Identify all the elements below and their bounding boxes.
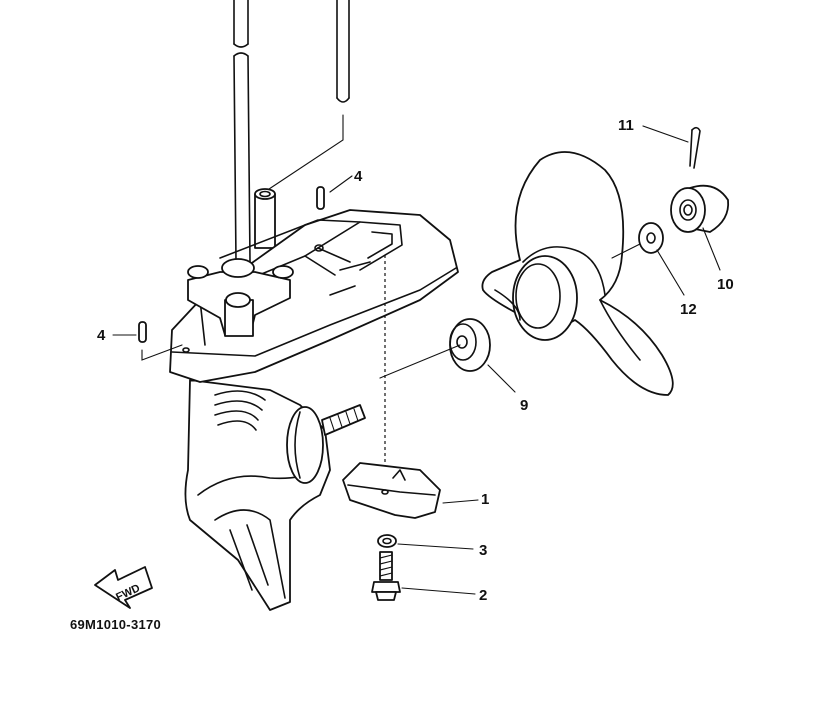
callout-10: 10: [717, 276, 734, 293]
dowel-pin-left: [112, 321, 183, 361]
part-number: 69M1010-3170: [70, 617, 161, 632]
callout-3: 3: [479, 542, 487, 559]
callout-11: 11: [618, 117, 634, 134]
callout-4-left: 4: [97, 327, 106, 344]
propeller: [481, 151, 674, 396]
callout-1: 1: [481, 491, 489, 508]
callout-9: 9: [520, 397, 528, 414]
spacer: [379, 318, 516, 393]
callout-4-upper: 4: [354, 168, 363, 185]
lower-unit-housing: [169, 209, 459, 611]
washer: [377, 534, 474, 550]
dowel-pin-upper: [316, 175, 353, 210]
callout-2: 2: [479, 587, 487, 604]
fwd-direction-arrow: FWD: [94, 566, 153, 609]
propeller-nut: [670, 184, 730, 271]
cotter-pin: [642, 125, 701, 169]
bolt: [371, 551, 476, 601]
callout-12: 12: [680, 301, 697, 318]
propeller-washer: [611, 222, 685, 296]
drive-shaft: [233, 0, 251, 263]
shift-rod-tube: [254, 188, 276, 249]
shift-rod: [259, 0, 350, 196]
trim-tab-anode: [342, 462, 479, 519]
